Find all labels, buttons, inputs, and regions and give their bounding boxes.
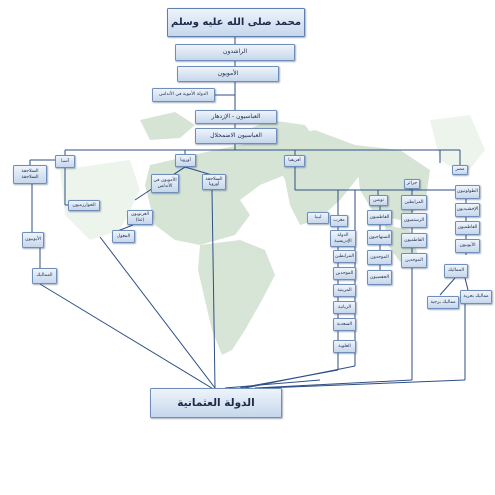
node-africa: أفريقيا — [284, 155, 305, 167]
node-maghreb-6: السعدية — [333, 318, 356, 331]
node-maghreb-1: الدولة الإدريسية — [330, 230, 356, 247]
node-egypt-3: الفاطميون — [455, 221, 480, 235]
node-maghreb-2: المرابطين — [333, 250, 356, 263]
node-ayyubids-left: الأيوبيون — [22, 232, 44, 248]
node-algeria-1: المرابطين — [401, 195, 427, 210]
node-burji-mamluks: مماليك برجية — [427, 296, 459, 309]
node-maghreb-3: الموحدين — [333, 267, 356, 280]
node-abbasids-decline: العباسيون الاضمحلال — [195, 128, 277, 144]
node-seljuks-europe: السلاجقة أوروبا — [202, 174, 226, 190]
node-mamluks: المماليك — [444, 264, 468, 278]
node-maghreb: مغرب — [330, 215, 348, 227]
node-tunisia-3: الموحدون — [367, 250, 392, 265]
node-umayyads-andalus-2: الأمويون في الأندلس — [151, 174, 179, 193]
node-europe: أوروبا — [175, 154, 196, 167]
node-rashidun: الراشدون — [175, 44, 295, 61]
node-egypt-2: الإخشيديون — [455, 203, 480, 217]
node-tunisia-4: الحفصيون — [367, 270, 392, 285]
node-egypt-4: الأيوبيون — [455, 239, 480, 253]
node-libya: ليبيا — [307, 212, 329, 224]
node-mamluks-left: المماليك — [32, 268, 57, 284]
node-abbasids-prosperity: العباسيون - الإزدهار — [195, 110, 277, 124]
node-algeria: جزائر — [404, 179, 420, 189]
node-ghaznavids-india: الغزنويون (غنا) — [127, 210, 153, 225]
node-prophet: محمد صلى الله عليه وسلم — [167, 8, 305, 37]
node-algeria-2: الرستميون — [401, 213, 427, 228]
node-mughals: المغول — [112, 230, 135, 243]
node-maghreb-5: الزيانية — [333, 301, 356, 314]
node-maghreb-7: العلوية — [333, 340, 356, 353]
node-maghreb-4: المرينية — [333, 284, 356, 297]
node-tunisia: تونس — [369, 195, 388, 206]
node-bahri-mamluks: مماليك بحرية — [460, 290, 492, 304]
node-tunisia-2: الصنهاجيون — [367, 230, 392, 245]
node-seljuks-asia: السلاجقة السلاجقة — [13, 165, 47, 184]
node-algeria-4: الموحدين — [401, 253, 427, 268]
node-asia: آسيا — [55, 155, 75, 168]
node-tunisia-1: الفاطميون — [367, 210, 392, 225]
node-algeria-3: الفاطميون — [401, 233, 427, 248]
node-umayyads: الأمويون — [177, 66, 279, 82]
node-umayyad-andalus: الدولة الأموية في الأندلس — [152, 88, 215, 102]
node-ottoman: الدولة العثمانية — [150, 388, 282, 418]
node-egypt: مصر — [452, 165, 468, 175]
node-egypt-1: الطولونيون — [455, 185, 480, 199]
node-khwarazm: الخوارزميون — [68, 200, 100, 211]
